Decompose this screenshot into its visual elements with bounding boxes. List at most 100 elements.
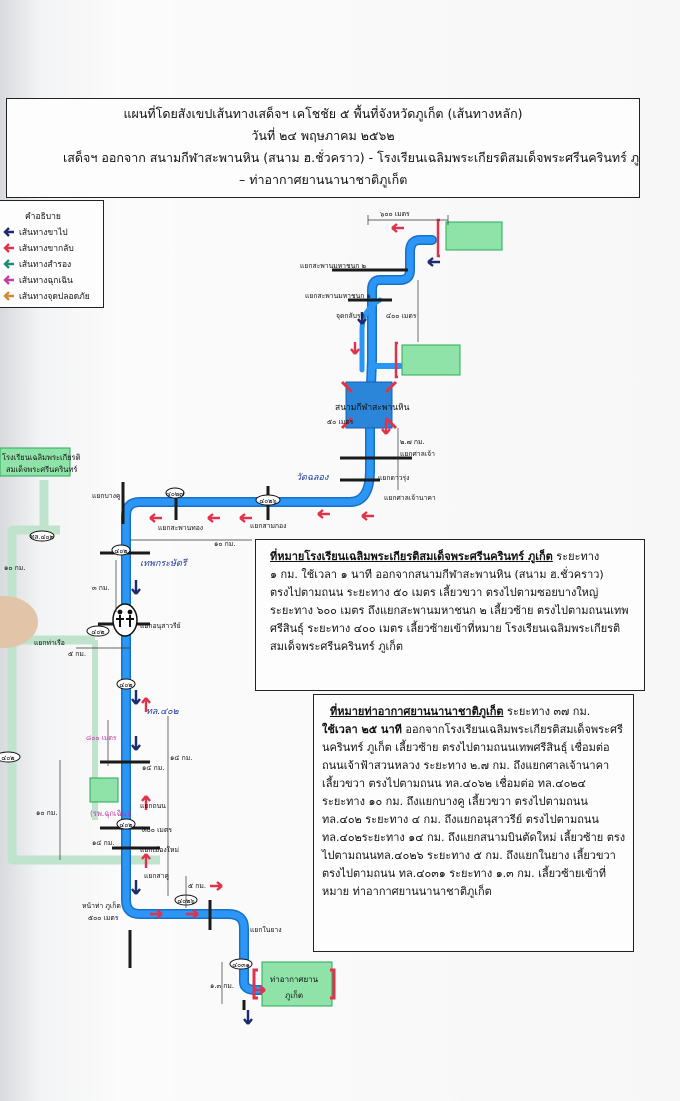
label-junction-naiyang: แยกในยาง xyxy=(250,926,282,934)
finger-occlusion xyxy=(0,596,38,648)
shield-left: ทล.๔๐๒ xyxy=(30,533,54,541)
desc2-time: ใช้เวลา ๒๕ นาที xyxy=(322,723,402,736)
emergency-arrow-icon xyxy=(3,275,14,285)
shield-left-b: ๔๐๒ xyxy=(1,754,14,762)
title-line-1: แผนที่โดยสังเขปเส้นทางเสด็จฯ เคโชชัย ๕ พ… xyxy=(123,106,523,121)
label-dist-300: ๓๐๐ เมตร xyxy=(142,826,172,834)
desc2-line-2: นครินทร์ ภูเก็ต เลี้ยวซ้าย ตรงไปตามถนนเท… xyxy=(322,741,610,754)
legend-item-safe-point: เส้นทางจุดปลอดภัย xyxy=(3,289,90,303)
legend-item-backup: เส้นทางสำรอง xyxy=(3,257,71,271)
desc2-heading: ที่หมายท่าอากาศยานนานาชาติภูเก็ต xyxy=(330,705,504,718)
label-junction-anusawari: แยกอนุสาวรีย์ xyxy=(140,622,181,630)
label-junction-san: แยกศาลเจ้า xyxy=(400,450,435,458)
label-left-dist-2: ๕ กม. xyxy=(68,650,86,658)
map-text-labels: ๖๐๐ เมตร แยกสะพานมหาชนก ๒ แยกสะพานมหาชนก… xyxy=(2,210,436,1001)
label-dist-800: ๘๐๐ เมตร xyxy=(86,734,117,742)
desc2-line-4: เลี้ยวขวา ตรงไปตามถนน ทล.๔๐๖๒ เชื่อมต่อ … xyxy=(322,777,586,790)
destination-boxes xyxy=(0,218,503,1007)
outbound-arrow-icon xyxy=(3,227,14,237)
shield-4026-a: ๔๐๒๖ xyxy=(259,497,276,505)
legend-item-outbound: เส้นทางขาไป xyxy=(3,225,68,239)
description-box-airport: ที่หมายท่าอากาศยานนานาชาติภูเก็ต ระยะทาง… xyxy=(313,694,634,952)
legend-label-return: เส้นทางขากลับ xyxy=(19,244,74,254)
label-junction-mainroad: แยกถนน xyxy=(140,802,166,810)
label-dist-3km: ๓ กม. xyxy=(92,584,110,592)
desc1-line-4: ศรีสินธุ์ ระยะทาง ๔๐๐ เมตร เลี้ยวซ้ายเข้… xyxy=(270,622,621,635)
shield-402-d: ๔๐๒ xyxy=(119,821,132,829)
label-dist-10: ๑๐ กม. xyxy=(214,540,235,548)
label-junction-bangkhu: แยกบางคู xyxy=(92,492,120,500)
label-dist-500: ๕๐๐ เมตร xyxy=(88,914,119,922)
label-junction-saphan: แยกสะพานทอง xyxy=(158,524,203,532)
title-line-4: – ท่าอากาศยานนานาชาติภูเก็ต xyxy=(239,172,408,187)
legend-item-emergency: เส้นทางฉุกเฉิน xyxy=(3,273,73,287)
label-handwritten-2: เทพกระษัตรี xyxy=(140,558,189,569)
shield-4027: ๔๐๒๗ xyxy=(166,490,184,498)
legend-label-emergency: เส้นทางฉุกเฉิน xyxy=(19,276,73,286)
cross-roads xyxy=(98,268,412,1010)
label-junction-1: แยกสะพานมหาชนก ๒ xyxy=(300,262,367,270)
shield-402-c: ๔๐๒ xyxy=(119,681,132,689)
label-airport-exit: หน้าท่า ภูเก็ต xyxy=(82,901,121,910)
restroom-icon xyxy=(112,603,138,637)
label-dist-5: ๕ กม. xyxy=(188,882,206,890)
label-dist-14b: ๑๔ กม. xyxy=(142,764,164,772)
label-junction-nakha: แยกศาลเจ้านาคา xyxy=(384,494,436,502)
desc2-line-8: ไปตามถนนทล.๔๐๒๖ ระยะทาง ๕ กม. ถึงแยกในยา… xyxy=(322,849,616,862)
label-handwritten-1: วัดฉลอง xyxy=(296,472,329,483)
safe-point-arrow-icon xyxy=(3,291,14,301)
desc1-line-2: ตรงไปตามถนน ระยะทาง ๕๐ เมตร เลี้ยวขวา ตร… xyxy=(270,586,599,599)
desc2-lead: ระยะทาง ๓๗ กม. xyxy=(503,705,591,718)
desc2-line-3: ถนนเจ้าฟ้าสวนหลวง ระยะทาง ๒.๗ กม. ถึงแยก… xyxy=(322,759,610,772)
map-legend: คำอธิบาย เส้นทางขาไป เส้นทางขากลับ เส้นท… xyxy=(0,200,104,308)
legend-label-backup: เส้นทางสำรอง xyxy=(19,260,72,270)
return-arrows xyxy=(141,223,404,995)
desc2-line-9: ตรงไปตามถนน ทล.๔๐๓๑ ระยะทาง ๑.๓ กม. เลี้… xyxy=(322,867,607,880)
label-left-dest-1: โรงเรียนเฉลิมพระเกียรติ xyxy=(2,453,81,462)
desc1-line-1: ๑ กม. ใช้เวลา ๑ นาที ออกจากสนามกีฬาสะพาน… xyxy=(270,568,604,581)
shield-402-a: ๔๐๒ xyxy=(114,547,127,555)
label-junction-samkong: แยกสามกอง xyxy=(250,522,286,530)
label-left-dest-2: สมเด็จพระศรีนครินทร์ xyxy=(6,464,77,474)
description-box-school: ที่หมายโรงเรียนเฉลิมพระเกียรติสมเด็จพระศ… xyxy=(255,539,645,691)
label-junction-sakhu: แยกสาคู xyxy=(144,872,169,880)
label-left-dist: ๑๐ กม. xyxy=(4,564,25,572)
label-airport-2: ภูเก็ต xyxy=(285,990,303,1001)
desc2-line-10: หมาย ท่าอากาศยานนานาชาติภูเก็ต xyxy=(322,885,492,898)
label-dist-1-3: ๑.๓ กม. xyxy=(210,982,234,990)
dimension-lines xyxy=(59,215,449,1004)
outbound-arrows xyxy=(131,257,440,1025)
venue-label: สนามกีฬาสะพานหิน xyxy=(335,402,410,413)
label-left-dist-3: ๑๐ กม. xyxy=(36,809,57,817)
legend-label-outbound: เส้นทางขาไป xyxy=(19,228,68,238)
label-dist-400: ๔๐๐ เมตร xyxy=(386,312,417,320)
title-line-2: วันที่ ๒๔ พฤษภาคม ๒๕๖๒ xyxy=(251,128,395,143)
shield-4031: ๔๐๓๑ xyxy=(232,961,249,969)
backup-arrow-icon xyxy=(3,259,14,269)
shield-402-b: ๔๐๒ xyxy=(91,628,104,636)
title-line-3: เสด็จฯ ออกจาก สนามกีฬาสะพานหิน (สนาม ฮ.ช… xyxy=(63,150,639,165)
desc2-line-5: ระยะทาง ๑๐ กม. ถึงแยกบางคู เลี้ยวขวา ตรง… xyxy=(322,795,588,808)
desc1-lead: ระยะทาง xyxy=(552,550,600,563)
label-dist-2-7: ๒.๗ กม. xyxy=(400,438,425,446)
venue-stadium: สนามกีฬาสะพานหิน xyxy=(335,380,410,430)
desc2-line-1: ออกจากโรงเรียนเฉลิมพระเกียรติสมเด็จพระศร… xyxy=(401,723,623,736)
label-left-junction: แยกท่าเรือ xyxy=(34,639,65,647)
label-dist-50: ๕๐ เมตร xyxy=(327,418,354,426)
desc1-line-3: ระยะทาง ๖๐๐ เมตร ถึงแยกสะพานมหาชนก ๒ เลี… xyxy=(270,604,629,617)
label-turn-point: จุดกลับรถ xyxy=(336,312,365,320)
legend-label-safe-point: เส้นทางจุดปลอดภัย xyxy=(19,292,90,302)
label-handwritten-3: ทล.๔๐๒ xyxy=(146,707,179,717)
desc2-line-7: ทล.๔๐๒ระยะทาง ๑๔ กม. ถึงแยกสนามบินตัดใหม… xyxy=(322,831,626,844)
label-emergency-hospital: (รพ.ฉุกเฉิน) xyxy=(90,809,130,818)
return-arrow-icon xyxy=(3,243,14,253)
label-junction-2: แยกสะพานมหาชนก ๑ xyxy=(305,292,371,300)
label-left-dist-4: ๑๔ กม. xyxy=(92,839,114,847)
desc2-line-6: ทล.๔๐๒ ระยะทาง ๔ กม. ถึงแยกอนุสาวรีย์ ตร… xyxy=(322,813,599,826)
desc1-line-5: สมเด็จพระศรีนครินทร์ ภูเก็ต xyxy=(270,640,404,653)
legend-item-return: เส้นทางขากลับ xyxy=(3,241,74,255)
legend-heading: คำอธิบาย xyxy=(25,212,61,222)
map-title-box: แผนที่โดยสังเขปเส้นทางเสด็จฯ เคโชชัย ๕ พ… xyxy=(6,98,640,198)
